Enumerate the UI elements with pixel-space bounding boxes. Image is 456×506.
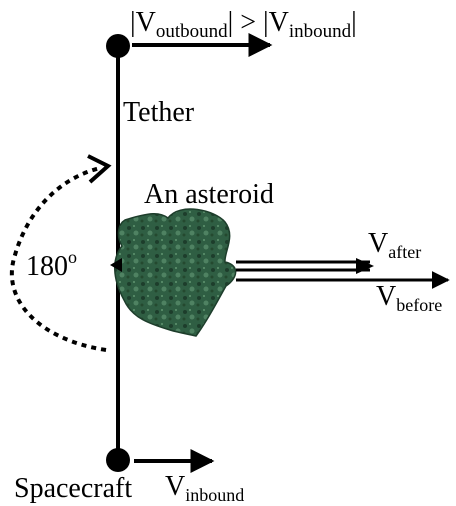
v-inbound-label: Vinbound bbox=[165, 471, 244, 505]
angle-label: 180o bbox=[26, 247, 77, 282]
v-after-arrowhead bbox=[356, 258, 374, 274]
asteroid-shape bbox=[115, 209, 236, 336]
v-before-label: Vbefore bbox=[376, 281, 442, 315]
top-mass bbox=[106, 34, 130, 58]
spacecraft-label: Spacecraft bbox=[14, 473, 132, 504]
spacecraft-mass bbox=[106, 448, 130, 472]
tether-label: Tether bbox=[123, 97, 195, 128]
asteroid-label: An asteroid bbox=[144, 179, 274, 210]
velocity-relation-label: |Voutbound| > |Vinbound| bbox=[130, 7, 357, 42]
v-after-label: Vafter bbox=[368, 228, 421, 262]
rotation-arc-arrowhead bbox=[88, 156, 108, 182]
